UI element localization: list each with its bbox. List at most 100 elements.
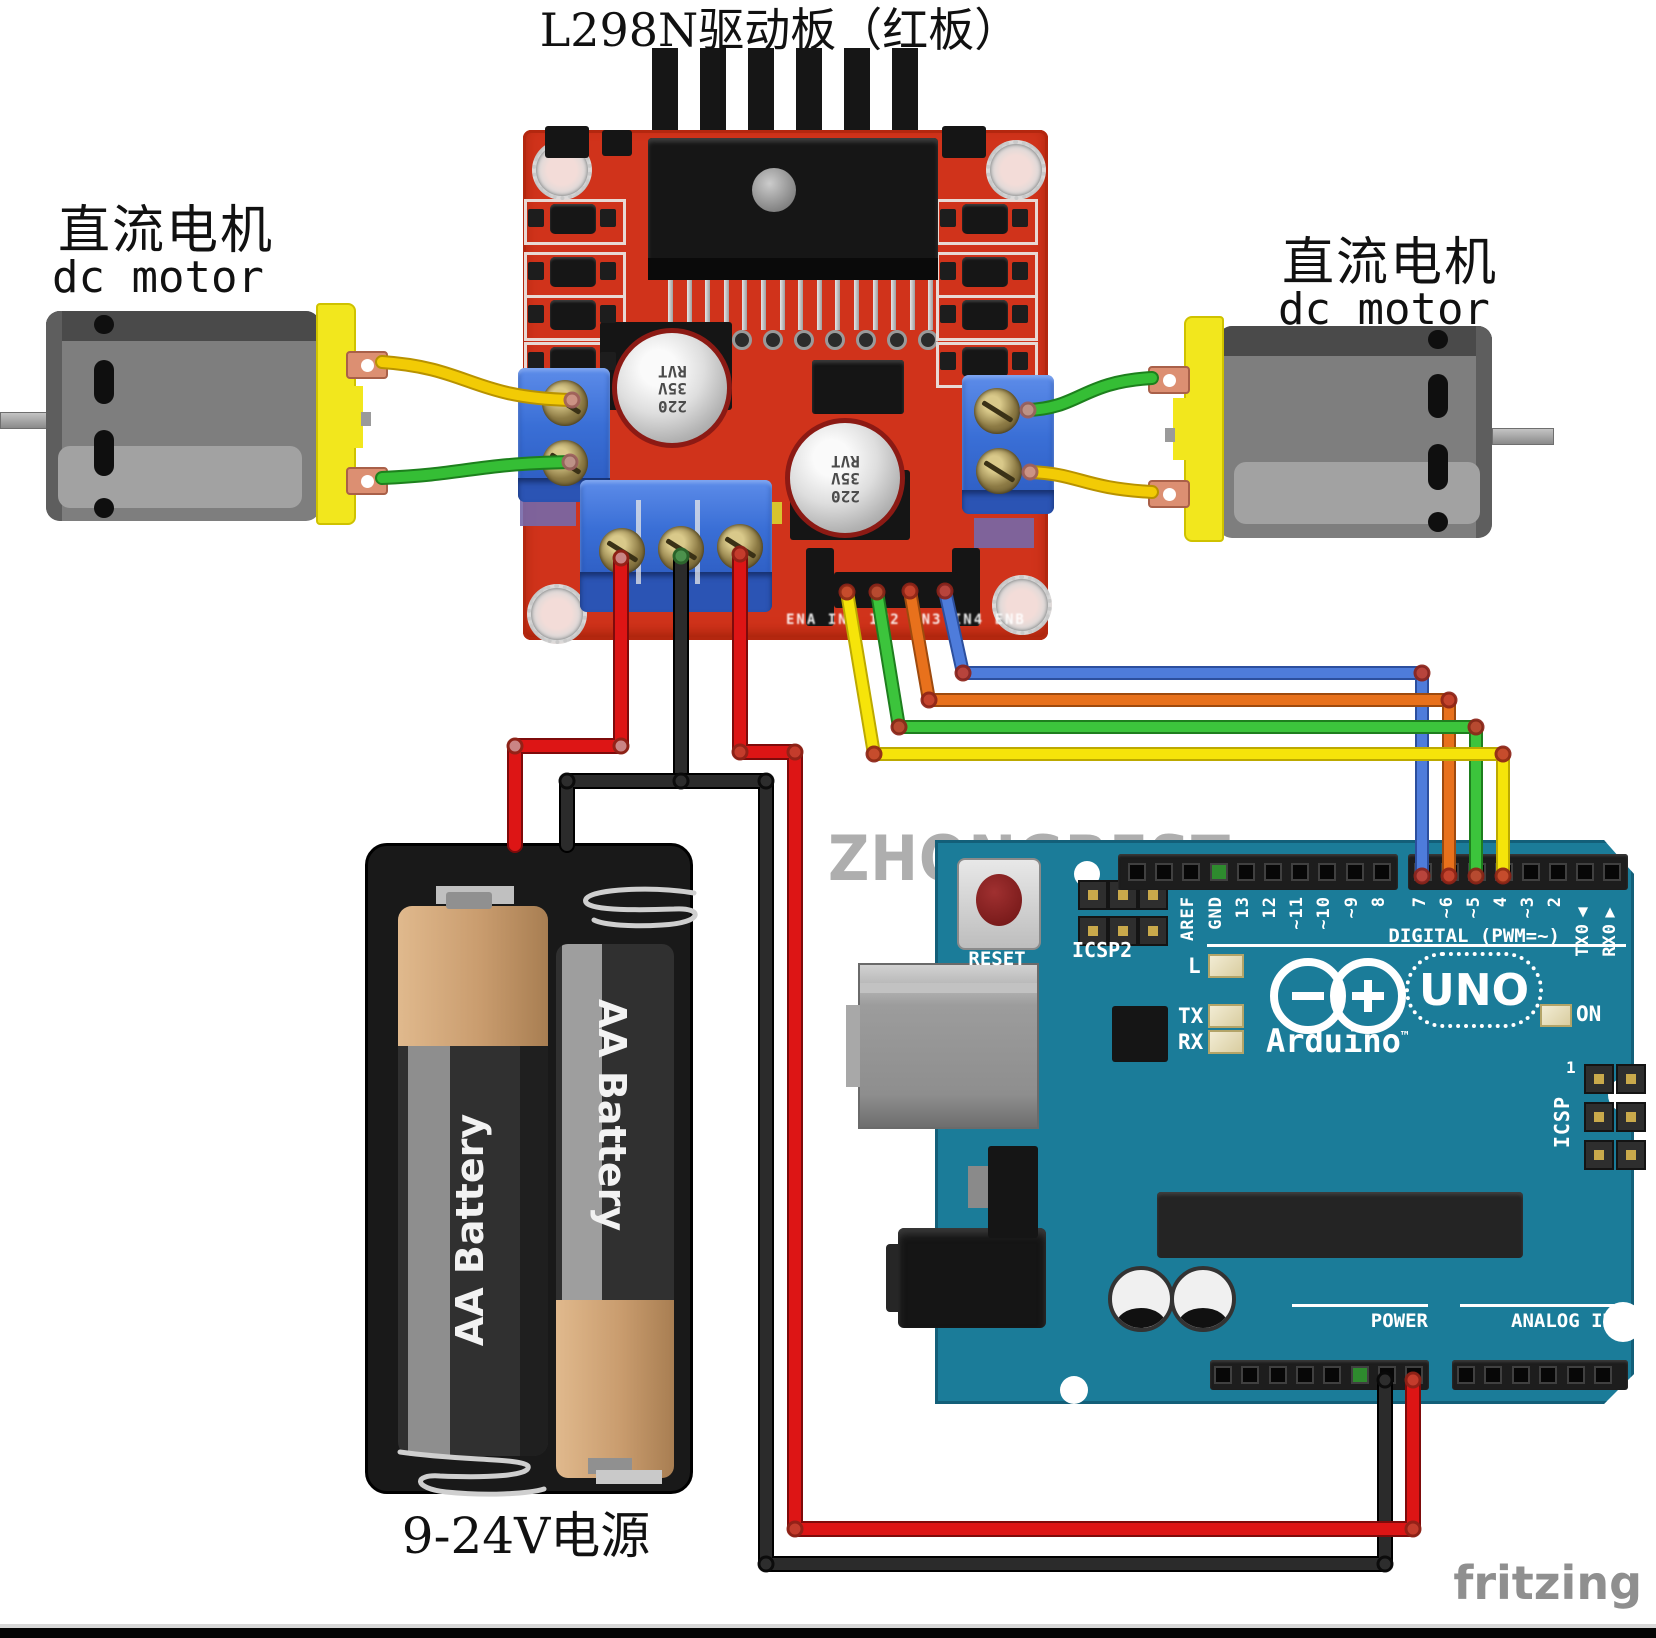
terminal-screw-gnd: [658, 526, 704, 572]
header-bar: [1118, 854, 1398, 890]
pin-hole[interactable]: [1323, 1366, 1342, 1384]
pin-label-pwm11: ~11: [1287, 896, 1308, 930]
pin-hole[interactable]: [1345, 863, 1364, 881]
pin-hole[interactable]: [1603, 863, 1621, 881]
pin-hole[interactable]: [1291, 863, 1310, 881]
pin-hole[interactable]: [1441, 863, 1459, 881]
header-bar: [1452, 1360, 1628, 1390]
pin-hole[interactable]: [1182, 863, 1201, 881]
male-pin[interactable]: [1584, 1140, 1614, 1170]
rx0-pin-label: RX0▼: [1600, 902, 1620, 957]
pin-hole[interactable]: [1318, 863, 1337, 881]
terminal-screw: [542, 380, 588, 426]
reset-button[interactable]: [957, 858, 1041, 950]
usb-lip: [846, 1005, 860, 1087]
wire-bendpoint: [920, 691, 938, 709]
terminal-screw: [976, 448, 1022, 494]
jack-barrel: [886, 1244, 898, 1312]
terminal-lip: [962, 490, 1054, 514]
pin-label-4: 4: [1491, 896, 1511, 908]
mount-hole: [1603, 1302, 1643, 1342]
pin-hole[interactable]: [1209, 863, 1228, 881]
solder-hole: [825, 330, 845, 350]
trademark: ™: [1400, 1029, 1409, 1045]
right-motor-body: [1218, 326, 1492, 538]
pin-hole[interactable]: [1295, 1366, 1314, 1384]
smd-pad: [1012, 262, 1028, 280]
left-motor-slot: [94, 360, 114, 404]
pin-label-AREF: AREF: [1178, 896, 1199, 941]
terminal-screw: [974, 388, 1020, 434]
atmega-chip: [1157, 1192, 1523, 1258]
chip-leg: [705, 268, 711, 330]
right-motor-slot: [1428, 330, 1448, 349]
male-pin[interactable]: [1138, 916, 1168, 946]
left-motor-slot: [94, 498, 114, 518]
pin-hole[interactable]: [1566, 1366, 1585, 1384]
fritzing-logo: fritzing: [1453, 1556, 1642, 1610]
male-pin[interactable]: [1616, 1064, 1646, 1094]
reset-label: RESET: [968, 948, 1026, 970]
male-pin[interactable]: [1584, 1102, 1614, 1132]
diode-silk-box: [524, 295, 626, 341]
pin-hole[interactable]: [1484, 1366, 1503, 1384]
voltage-regulator: [988, 1146, 1038, 1238]
right-motor-slot: [1428, 512, 1448, 532]
smd-pad: [940, 352, 956, 370]
pin-hole[interactable]: [1236, 863, 1255, 881]
wire-bendpoint: [1440, 691, 1458, 709]
pin-hole[interactable]: [1549, 863, 1567, 881]
pin-hole[interactable]: [1155, 863, 1174, 881]
pin-hole[interactable]: [1522, 863, 1540, 881]
dc-power-jack: [886, 1228, 1046, 1328]
pin-hole[interactable]: [1372, 863, 1391, 881]
diode-silk-box: [936, 295, 1038, 341]
driver-ic: [812, 360, 904, 414]
solder-hole: [856, 330, 876, 350]
pin-hole[interactable]: [1241, 1366, 1260, 1384]
pin-hole[interactable]: [1594, 1366, 1612, 1384]
pin-label-13: 13: [1232, 896, 1253, 919]
pin-hole[interactable]: [1405, 1366, 1424, 1384]
pin-hole[interactable]: [1414, 863, 1432, 881]
heatsink-body: [648, 138, 938, 266]
pin-hole[interactable]: [1511, 1366, 1530, 1384]
pin-hole[interactable]: [1264, 863, 1282, 881]
right-motor-terminal-minus: [1148, 480, 1190, 508]
wire-bendpoint: [558, 772, 576, 790]
male-pin[interactable]: [1616, 1140, 1646, 1170]
pin-label-pwm5: ~5: [1464, 896, 1484, 919]
terminal-screw-5v: [717, 524, 763, 570]
chip-leg: [761, 268, 766, 330]
wire-bendpoint: [1376, 1555, 1394, 1573]
male-pin[interactable]: [1616, 1102, 1646, 1132]
left-motor-body: [46, 311, 320, 521]
led-tx-label: TX: [1178, 1004, 1204, 1028]
pin-hole[interactable]: [1576, 863, 1594, 881]
solder-hole: [918, 330, 938, 350]
pin-hole[interactable]: [1214, 1366, 1232, 1384]
right-motor-cap-tab: [1173, 398, 1186, 460]
right-motor-slot: [1428, 374, 1448, 418]
pin-hole[interactable]: [1457, 1366, 1475, 1384]
smd-pad: [600, 305, 616, 323]
uno-badge: UNO: [1405, 952, 1543, 1028]
usb-bridge-chip: [1112, 1006, 1168, 1062]
pin-hole[interactable]: [1539, 1366, 1558, 1384]
solder-hole: [794, 330, 814, 350]
male-pin[interactable]: [1584, 1064, 1614, 1094]
pin-hole[interactable]: [1268, 1366, 1287, 1384]
pin-hole[interactable]: [1468, 863, 1486, 881]
smd-pad: [600, 352, 616, 370]
wire-bendpoint: [786, 743, 804, 761]
left-motor-slot: [94, 315, 114, 334]
mount-hole: [986, 140, 1046, 200]
pin-hole[interactable]: [1377, 1366, 1396, 1384]
led-l: [1208, 954, 1244, 978]
reset-button-cap[interactable]: [976, 874, 1022, 926]
capacitor-round: [1170, 1266, 1236, 1332]
pin-hole[interactable]: [1495, 863, 1513, 881]
pin-hole[interactable]: [1350, 1366, 1369, 1384]
male-pin[interactable]: [1078, 880, 1108, 910]
pin-hole[interactable]: [1128, 863, 1146, 881]
